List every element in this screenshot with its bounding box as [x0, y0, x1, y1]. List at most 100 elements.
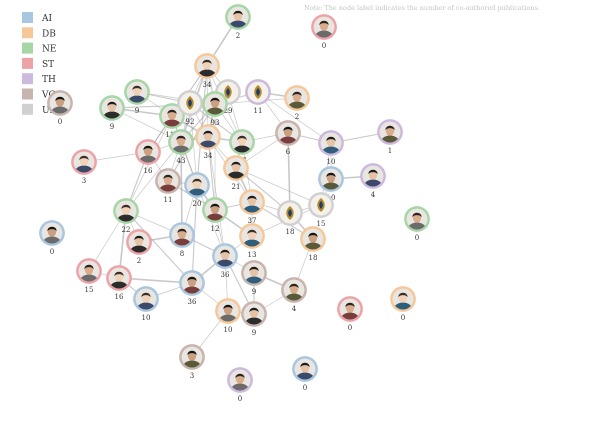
author-node-n46[interactable]: 0: [337, 296, 363, 332]
person-icon: [392, 288, 414, 310]
author-node-n11[interactable]: 92: [177, 90, 203, 126]
node-layer: 2034291129091149293344347610131621112010…: [39, 4, 430, 403]
author-node-n3[interactable]: 34: [194, 53, 220, 89]
author-node-n5[interactable]: 11: [245, 79, 271, 115]
node-count-label: 18: [286, 228, 295, 236]
author-node-n33[interactable]: 2: [126, 229, 152, 265]
person-icon: [135, 288, 157, 310]
author-node-n34[interactable]: 8: [169, 222, 195, 258]
person-icon: [49, 92, 71, 114]
legend-swatch-ne: [22, 42, 33, 54]
author-node-n9[interactable]: 9: [99, 95, 125, 131]
author-node-n30[interactable]: 18: [277, 200, 303, 236]
author-node-n18[interactable]: 1: [377, 119, 403, 155]
person-icon: [137, 141, 159, 163]
legend-label-ai: AI: [41, 14, 52, 24]
node-count-label: 36: [188, 298, 197, 306]
author-node-n48[interactable]: 3: [179, 344, 205, 380]
author-node-n2[interactable]: 0: [311, 14, 337, 50]
node-count-label: 11: [164, 196, 173, 204]
node-count-label: 93: [211, 119, 220, 127]
author-node-n10[interactable]: 114: [159, 103, 185, 139]
person-icon: [231, 131, 253, 153]
author-node-n16[interactable]: 6: [275, 120, 301, 156]
author-node-n41[interactable]: 9: [241, 260, 267, 296]
person-icon: [181, 346, 203, 368]
author-node-n12[interactable]: 93: [202, 91, 228, 127]
author-node-n8[interactable]: 0: [47, 90, 73, 126]
node-count-label: 43: [177, 157, 186, 165]
node-count-label: 0: [58, 118, 62, 126]
node-count-label: 92: [186, 118, 195, 126]
author-node-n36[interactable]: 18: [300, 226, 326, 262]
author-node-n13[interactable]: 34: [195, 124, 221, 160]
node-count-label: 16: [144, 167, 153, 175]
legend-label-un: Un: [42, 106, 56, 116]
author-node-n42[interactable]: 4: [281, 277, 307, 313]
legend-swatch-ai: [22, 12, 33, 23]
author-node-n31[interactable]: 15: [308, 192, 334, 228]
author-node-n17[interactable]: 10: [318, 130, 344, 166]
author-node-n40[interactable]: 36: [179, 270, 205, 306]
person-icon: [241, 225, 263, 247]
edge-n27-n40: [125, 210, 193, 284]
node-count-label: 16: [115, 293, 124, 301]
author-node-n14[interactable]: 43: [168, 129, 194, 165]
person-icon: [227, 6, 249, 28]
legend-swatch-db: [22, 27, 33, 39]
person-icon: [73, 151, 95, 173]
author-node-n50[interactable]: 0: [227, 367, 253, 403]
person-icon: [379, 121, 401, 143]
node-count-label: 34: [204, 152, 213, 160]
author-node-n23[interactable]: 20: [184, 172, 210, 208]
person-icon: [126, 81, 148, 103]
node-count-label: 20: [193, 200, 202, 208]
person-icon: [320, 168, 342, 190]
person-icon: [181, 272, 203, 294]
author-node-n32[interactable]: 0: [39, 220, 65, 256]
person-icon: [171, 224, 193, 246]
author-node-n45[interactable]: 9: [241, 301, 267, 337]
author-node-n43[interactable]: 10: [133, 286, 159, 322]
node-count-label: 0: [348, 324, 352, 332]
node-count-label: 9: [135, 107, 139, 115]
author-node-n27[interactable]: 22: [113, 198, 139, 234]
node-count-label: 15: [85, 286, 94, 294]
node-count-label: 15: [317, 220, 326, 228]
author-node-n39[interactable]: 16: [106, 265, 132, 301]
author-node-n1[interactable]: 2: [225, 4, 251, 40]
legend-swatch-vg: [22, 88, 33, 100]
author-node-n7[interactable]: 9: [124, 79, 150, 115]
author-node-n6[interactable]: 2: [284, 85, 310, 121]
author-node-n29[interactable]: 37: [239, 189, 265, 225]
node-count-label: 10: [224, 326, 233, 334]
edge-n13-n37: [207, 136, 226, 257]
person-icon: [196, 55, 218, 77]
author-node-n26[interactable]: 0: [404, 206, 430, 242]
author-node-n24[interactable]: 10: [318, 166, 344, 202]
person-icon: [41, 222, 63, 244]
author-node-n49[interactable]: 0: [292, 356, 318, 392]
author-node-n37[interactable]: 36: [212, 243, 238, 279]
person-icon: [214, 245, 236, 267]
person-icon: [313, 16, 335, 38]
author-node-n21[interactable]: 21: [223, 155, 249, 191]
author-node-n22[interactable]: 11: [155, 168, 181, 204]
author-node-n19[interactable]: 3: [71, 149, 97, 185]
node-count-label: 2: [137, 257, 141, 265]
author-node-n47[interactable]: 0: [390, 286, 416, 322]
author-node-n38[interactable]: 15: [76, 258, 102, 294]
emblem-icon: [310, 194, 332, 216]
author-node-n20[interactable]: 16: [135, 139, 161, 175]
node-count-label: 0: [322, 42, 326, 50]
person-icon: [217, 300, 239, 322]
edge-n21-n31: [235, 167, 322, 206]
legend-label-vg: VG: [41, 91, 56, 101]
author-node-n35[interactable]: 13: [239, 223, 265, 259]
person-icon: [197, 126, 219, 148]
author-node-n25[interactable]: 4: [360, 163, 386, 199]
author-node-n28[interactable]: 12: [202, 197, 228, 233]
author-node-n44[interactable]: 10: [215, 298, 241, 334]
node-count-label: 9: [252, 329, 256, 337]
person-icon: [108, 267, 130, 289]
